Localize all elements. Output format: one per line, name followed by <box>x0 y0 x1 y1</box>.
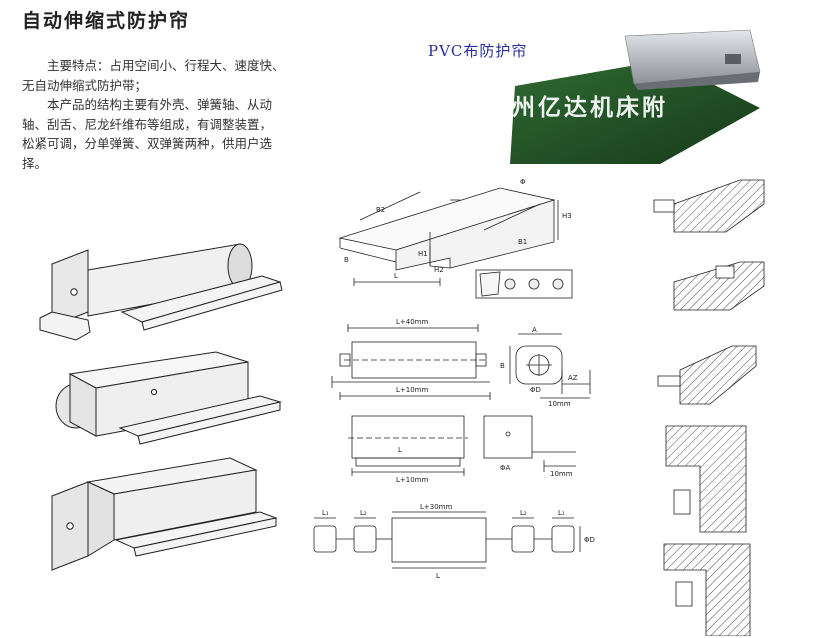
product-photo <box>510 29 761 164</box>
front-view-drawing <box>331 324 491 400</box>
mounting-profile-drawings <box>653 179 765 636</box>
dim-label-b2: B2 <box>376 206 385 214</box>
profile-diagram-5 <box>663 543 751 636</box>
dim-label-l-b: L <box>398 446 402 454</box>
dim-label-phi-a: ΦA <box>500 464 511 472</box>
illustration-round-model <box>55 351 282 445</box>
technical-drawings: B2 B1 B H1 H2 H3 L Φ L+40mm L+10mm <box>313 178 595 580</box>
illustration-box-model <box>51 457 278 571</box>
dim-label-az: AZ <box>568 374 578 382</box>
dim-label-l-plus-10-a: L+10mm <box>396 386 428 394</box>
dim-label-b: B <box>344 256 349 264</box>
dim-label-l-plus-40: L+40mm <box>396 318 428 326</box>
dim-label-b-side: B <box>500 362 505 370</box>
housing-end <box>634 72 760 90</box>
roller-housing-illustrations <box>39 243 283 571</box>
dim-label-phi-d-b: ΦD <box>584 536 595 544</box>
isometric-dimension-drawing <box>338 187 573 299</box>
assembly-drawing <box>313 511 581 569</box>
page-title: 自动伸缩式防护帘 <box>22 10 191 32</box>
box-view-drawing <box>348 415 576 476</box>
profile-diagram-2 <box>673 261 765 311</box>
dim-label-h3: H3 <box>562 212 572 220</box>
illustration-roller-model <box>39 243 283 341</box>
photo-label: PVC布防护帘 <box>428 42 528 60</box>
dim-label-l-plus-10-b: L+10mm <box>396 476 428 484</box>
dim-label-l: L <box>394 272 398 280</box>
profile-diagram-4 <box>665 425 747 533</box>
dim-label-l-plus-30: L+30mm <box>420 503 452 511</box>
dim-label-l-c: L <box>436 572 440 580</box>
watermark: 州亿达机床附 <box>512 95 668 121</box>
profile-diagram-1 <box>653 179 765 233</box>
dim-label-l2-b: L₂ <box>520 509 527 517</box>
dim-label-l2-a: L₂ <box>360 509 367 517</box>
dim-label-10mm-b: 10mm <box>550 470 573 478</box>
profile-diagram-3 <box>657 345 757 405</box>
intro-line: 松紧可调，分单弹簧、双弹簧两种，供用户选 <box>22 136 273 151</box>
dim-label-l1-b: L₁ <box>558 509 565 517</box>
intro-line: 无自动伸缩式防护带； <box>22 77 148 93</box>
dim-label-h2: H2 <box>434 266 444 274</box>
housing-bracket <box>725 54 741 64</box>
dim-label-b1: B1 <box>518 238 527 246</box>
intro-line: 轴、刮舌、尼龙纤维布等组成，有调整装置， <box>22 116 273 132</box>
intro-line: 本产品的结构主要有外壳、弹簧轴、从动 <box>47 97 273 112</box>
dim-label-10mm-a: 10mm <box>548 400 571 408</box>
intro-line: 主要特点：占用空间小、行程大、速度快、 <box>47 58 285 73</box>
side-view-drawing <box>509 333 591 399</box>
dim-label-a: A <box>532 326 537 334</box>
dim-label-l1-a: L₁ <box>322 509 329 517</box>
dim-label-phi: Φ <box>520 178 526 186</box>
intro-line: 择。 <box>22 155 48 171</box>
dim-label-h1: H1 <box>418 250 428 258</box>
dim-label-phi-d-a: ΦD <box>530 386 541 394</box>
intro-text: 主要特点：占用空间小、行程大、速度快、 无自动伸缩式防护带； 本产品的结构主要有… <box>22 56 360 173</box>
